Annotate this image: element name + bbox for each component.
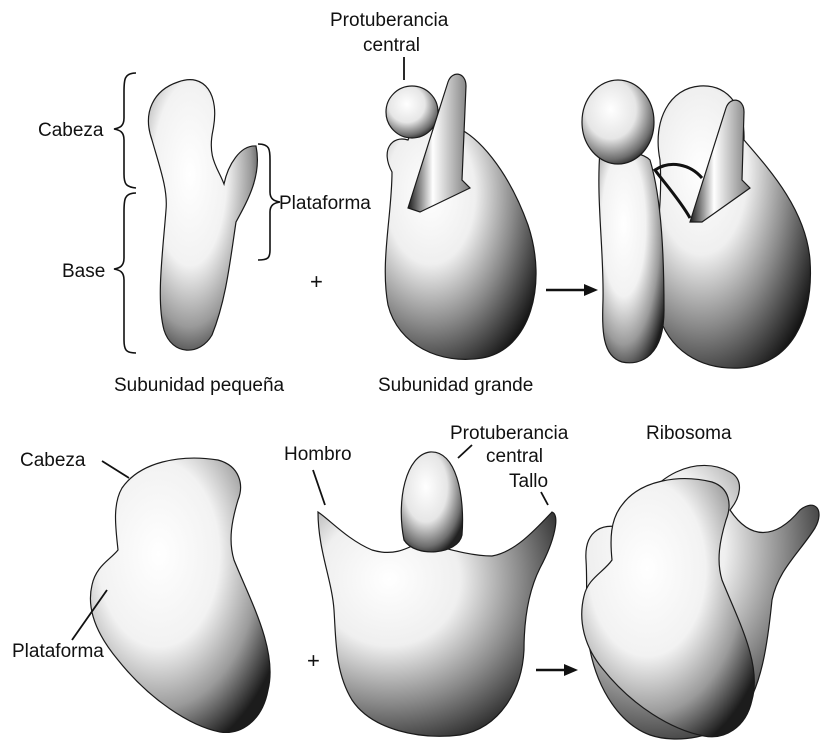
top-central-protuberance	[386, 86, 438, 138]
plus-sign-bottom: +	[307, 648, 320, 673]
label-top-head: Cabeza	[38, 120, 104, 141]
leader-bottom-shoulder	[313, 470, 325, 505]
brace-platform	[258, 144, 280, 260]
brace-head	[114, 73, 136, 188]
top-ribosome-small-body	[599, 150, 664, 363]
label-bottom-stalk: Tallo	[509, 471, 548, 492]
label-bottom-protuberance-2: central	[486, 446, 543, 467]
leader-bottom-head	[102, 461, 129, 478]
bottom-central-protuberance	[401, 452, 462, 552]
label-top-platform: Plataforma	[279, 193, 371, 214]
plus-sign-top: +	[310, 269, 323, 294]
label-bottom-platform: Plataforma	[12, 641, 104, 662]
label-top-protuberance-2: central	[363, 35, 420, 56]
bottom-ribosome	[582, 465, 819, 739]
arrow-top	[546, 284, 598, 296]
top-small-subunit	[148, 80, 257, 351]
label-bottom-shoulder: Hombro	[284, 444, 352, 465]
brace-base	[114, 193, 136, 353]
label-ribosome: Ribosoma	[646, 423, 732, 444]
top-large-subunit	[385, 57, 536, 359]
leader-bottom-stalk	[541, 492, 548, 505]
leader-bottom-protuberance	[458, 445, 472, 458]
label-top-protuberance-1: Protuberancia	[330, 10, 449, 31]
top-ribosome	[582, 80, 810, 368]
top-ribosome-head	[582, 80, 654, 164]
label-bottom-head: Cabeza	[20, 450, 86, 471]
label-top-base: Base	[62, 261, 105, 282]
label-bottom-protuberance-1: Protuberancia	[450, 423, 569, 444]
arrow-bottom	[536, 664, 578, 676]
caption-large-subunit: Subunidad grande	[378, 375, 533, 396]
bottom-small-subunit-shape	[90, 458, 270, 732]
top-small-subunit-shape	[148, 80, 257, 351]
bottom-small-subunit	[90, 458, 270, 732]
caption-small-subunit: Subunidad pequeña	[114, 375, 285, 396]
